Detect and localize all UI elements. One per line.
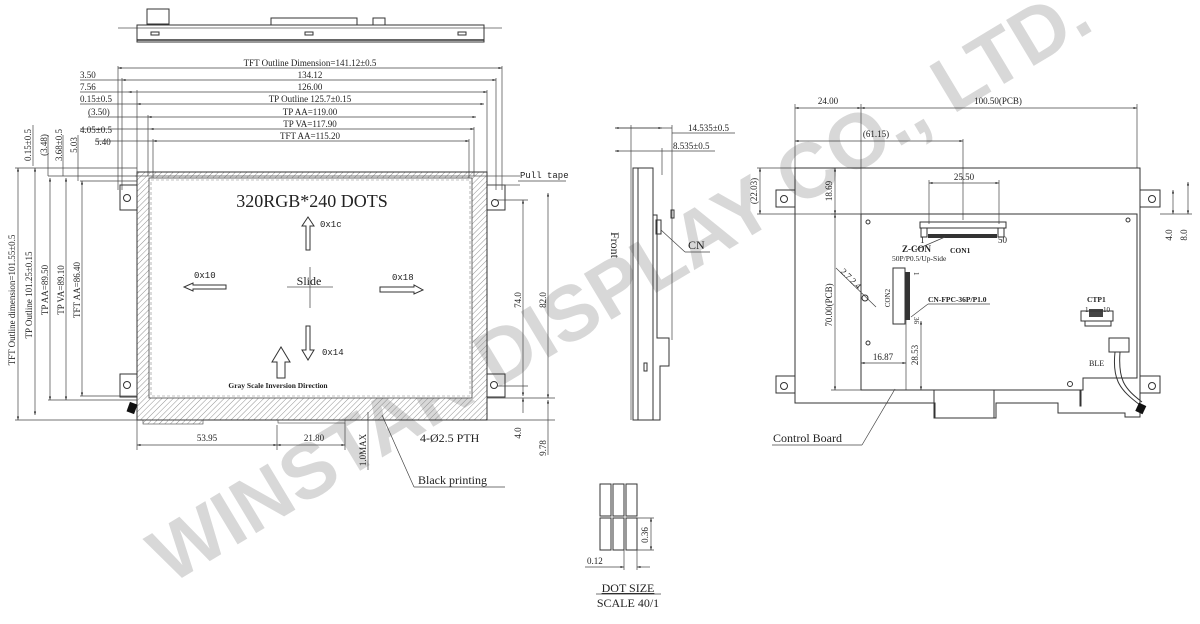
mount-hole <box>490 381 498 389</box>
dim-16-87: 16.87 <box>873 352 894 362</box>
cn-label: CN <box>688 238 705 252</box>
dim-5-40: 5.40 <box>95 137 111 147</box>
ctp1-pin10: 10 <box>1103 306 1111 314</box>
dim-82: 82.0 <box>538 292 548 308</box>
front-label: Front <box>608 232 622 259</box>
dim-tp-outline-width: TP Outline 125.7±0.15 <box>269 94 352 104</box>
lcd-active-area <box>148 177 473 399</box>
dim-70-pcb: 70.00(PCB) <box>824 283 834 326</box>
side-view: 14.535±0.5 8.535±0.5 CN Front <box>608 123 735 421</box>
mount-hole <box>780 382 788 390</box>
control-board <box>860 213 1138 407</box>
dim-22-03: (22.03) <box>749 178 759 204</box>
dim-126: 126.00 <box>298 82 323 92</box>
mount-hole <box>780 195 788 203</box>
dim-14-535: 14.535±0.5 <box>688 123 729 133</box>
dim-tft-outline-height: TFT Outline dimension=101.55±0.5 <box>7 234 17 365</box>
dot-size-title: DOT SIZE <box>602 581 655 595</box>
pull-tape-label: Pull tape <box>520 171 569 181</box>
dim-0-36: 0.36 <box>640 527 650 543</box>
dim-4-0: 4.0 <box>513 427 523 439</box>
dim-53-95: 53.95 <box>197 433 218 443</box>
dim-1-0max: 1.0MAX <box>358 433 368 466</box>
arrow-left-label: 0x10 <box>194 271 216 281</box>
dim-3-50: 3.50 <box>80 70 96 80</box>
dim-61-15: (61.15) <box>863 129 889 139</box>
center-label: Slide <box>297 274 322 288</box>
dot-size-detail: 0.36 0.12 DOT SIZE SCALE 40/1 <box>585 483 661 610</box>
dim-28-53: 28.53 <box>910 344 920 365</box>
control-board-label: Control Board <box>773 431 842 445</box>
resolution-label: 320RGB*240 DOTS <box>236 191 388 211</box>
dim-tp-aa-width: TP AA=119.00 <box>283 107 338 117</box>
ble-label: BLE <box>1089 359 1104 368</box>
arrow-up-label: 0x1c <box>320 220 342 230</box>
mount-hole <box>123 194 131 202</box>
dim-2-7-2-4: 2.7 2.4 <box>839 266 864 291</box>
con2-connector <box>892 267 906 325</box>
arrow-down-icon <box>301 325 315 361</box>
dim-0-12: 0.12 <box>587 556 603 566</box>
arrow-right-label: 0x18 <box>392 273 414 283</box>
dim-100-50-pcb: 100.50(PCB) <box>974 96 1022 106</box>
dim-18-69: 18.69 <box>824 180 834 201</box>
zcon-spec: 50P/P0.5/Up-Side <box>892 254 947 263</box>
dim-8-0-right: 8.0 <box>1179 229 1189 241</box>
con1-label: CON1 <box>950 246 971 255</box>
dim-0-15-top: 0.15±0.5 <box>23 129 33 161</box>
dim-7-56: 7.56 <box>80 82 96 92</box>
dim-3-50-ref: (3.50) <box>88 107 110 117</box>
dim-3-68: 3.68±0.5 <box>54 129 64 161</box>
dim-tft-aa-width: TFT AA=115.20 <box>280 131 341 141</box>
con1-pin1: 1 <box>920 235 925 245</box>
dim-24-00: 24.00 <box>818 96 839 106</box>
back-view: 24.00 100.50(PCB) (61.15) 2.7 2.4 25.50 … <box>749 96 1192 446</box>
fpc-spec: CN-FPC-36P/P1.0 <box>928 295 987 304</box>
con1-connector <box>919 221 1007 229</box>
dim-tft-outline-width: TFT Outline Dimension=141.12±0.5 <box>244 58 377 68</box>
mount-hole <box>123 381 131 389</box>
arrow-up-icon <box>301 216 315 251</box>
arrow-right-icon <box>379 284 425 295</box>
dim-tp-va-height: TP VA=89.10 <box>56 265 66 315</box>
gray-scale-arrow-icon <box>271 346 291 379</box>
dim-134: 134.12 <box>298 70 323 80</box>
con2-pin1: 1 <box>912 272 920 276</box>
front-view: TFT Outline Dimension=141.12±0.5 134.12 … <box>7 58 569 488</box>
pth-label: 4-Ø2.5 PTH <box>420 431 480 445</box>
dot-size-scale: SCALE 40/1 <box>597 596 659 610</box>
mount-hole <box>491 199 499 207</box>
ctp1-pin1: 1 <box>1085 306 1089 314</box>
dim-0-15: 0.15±0.5 <box>80 94 112 104</box>
dim-21-80: 21.80 <box>304 433 325 443</box>
ctp1-label: CTP1 <box>1087 295 1106 304</box>
dim-tp-va-width: TP VA=117.90 <box>283 119 337 129</box>
mount-hole <box>1148 195 1156 203</box>
gray-scale-label: Gray Scale Inversion Direction <box>228 381 328 390</box>
top-view <box>118 8 502 43</box>
dim-74: 74.0 <box>513 292 523 308</box>
dim-3-48: (3.48) <box>39 134 49 156</box>
black-printing-label: Black printing <box>418 473 487 487</box>
mount-hole <box>1148 382 1156 390</box>
dim-tp-aa-height: TP AA=89.50 <box>40 264 50 315</box>
dim-tft-aa-height: TFT AA=86.40 <box>72 262 82 318</box>
dim-tp-outline-height: TP Outline 101.25±0.15 <box>24 251 34 339</box>
arrow-left-icon <box>182 282 227 292</box>
dim-25-50: 25.50 <box>954 172 975 182</box>
con1-pin50: 50 <box>998 235 1008 245</box>
arrow-down-label: 0x14 <box>322 348 344 358</box>
dim-4-05: 4.05±0.5 <box>80 125 112 135</box>
dim-4-0-right: 4.0 <box>1164 229 1174 241</box>
con2-label: CON2 <box>884 288 892 307</box>
dim-9-78: 9.78 <box>538 440 548 456</box>
con2-pin36: 36 <box>912 317 920 325</box>
dim-5-03: 5.03 <box>69 137 79 153</box>
dim-8-535: 8.535±0.5 <box>673 141 710 151</box>
